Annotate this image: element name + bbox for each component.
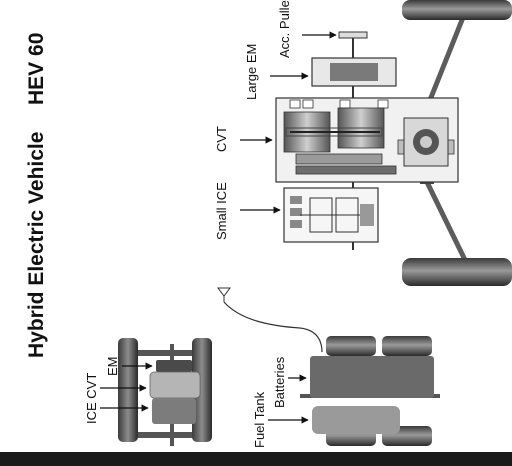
rear-axle-lower: [423, 178, 469, 264]
fuel-tank-block: [312, 406, 400, 434]
small-cvt-block: [149, 371, 201, 399]
main-drivetrain: [275, 0, 512, 286]
acc-pulley: [338, 31, 368, 58]
vehicle-model: HEV 60: [25, 33, 48, 105]
small-wheel-bottom: [192, 338, 212, 442]
small-wheel-top: [118, 338, 138, 442]
chassis-wheel-right-top: [382, 336, 432, 356]
small-em-block: [156, 360, 192, 372]
label-ice-cvt: ICE CVT: [84, 373, 99, 424]
differential: [403, 117, 449, 167]
battery-labels: Batteries Fuel Tank: [252, 356, 309, 448]
small-ice: [283, 187, 379, 243]
small-ice-block: [152, 398, 196, 424]
large-em: [311, 57, 397, 98]
rear-axle-upper: [423, 9, 469, 111]
batteries-block: [310, 356, 434, 398]
wheel-bottom: [402, 258, 512, 286]
vehicle-title: Hybrid Electric Vehicle: [25, 132, 48, 358]
title-block: Hybrid Electric Vehicle HEV 60: [25, 33, 48, 358]
bottom-bar: [0, 452, 512, 466]
label-batteries: Batteries: [272, 356, 287, 408]
small-drivetrain: [118, 338, 212, 446]
wheel-top: [402, 0, 512, 20]
label-large-em: Large EM: [244, 44, 259, 100]
chassis-wheel-left-top: [326, 336, 376, 356]
label-acc-pulley: Acc. Pulley: [277, 0, 292, 58]
label-fuel-tank: Fuel Tank: [252, 391, 267, 448]
small-drivetrain-labels: ICE CVT EM: [84, 357, 153, 424]
drivetrain-labels: Acc. Pulley Large EM CVT Small ICE: [214, 0, 337, 240]
connector-symbol: [217, 287, 231, 302]
label-small-ice: Small ICE: [214, 182, 229, 240]
cvt-unit: [275, 97, 459, 190]
label-cvt: CVT: [214, 126, 229, 152]
connection-curve: [223, 301, 323, 353]
battery-chassis: [300, 336, 440, 446]
label-em: EM: [105, 357, 120, 377]
